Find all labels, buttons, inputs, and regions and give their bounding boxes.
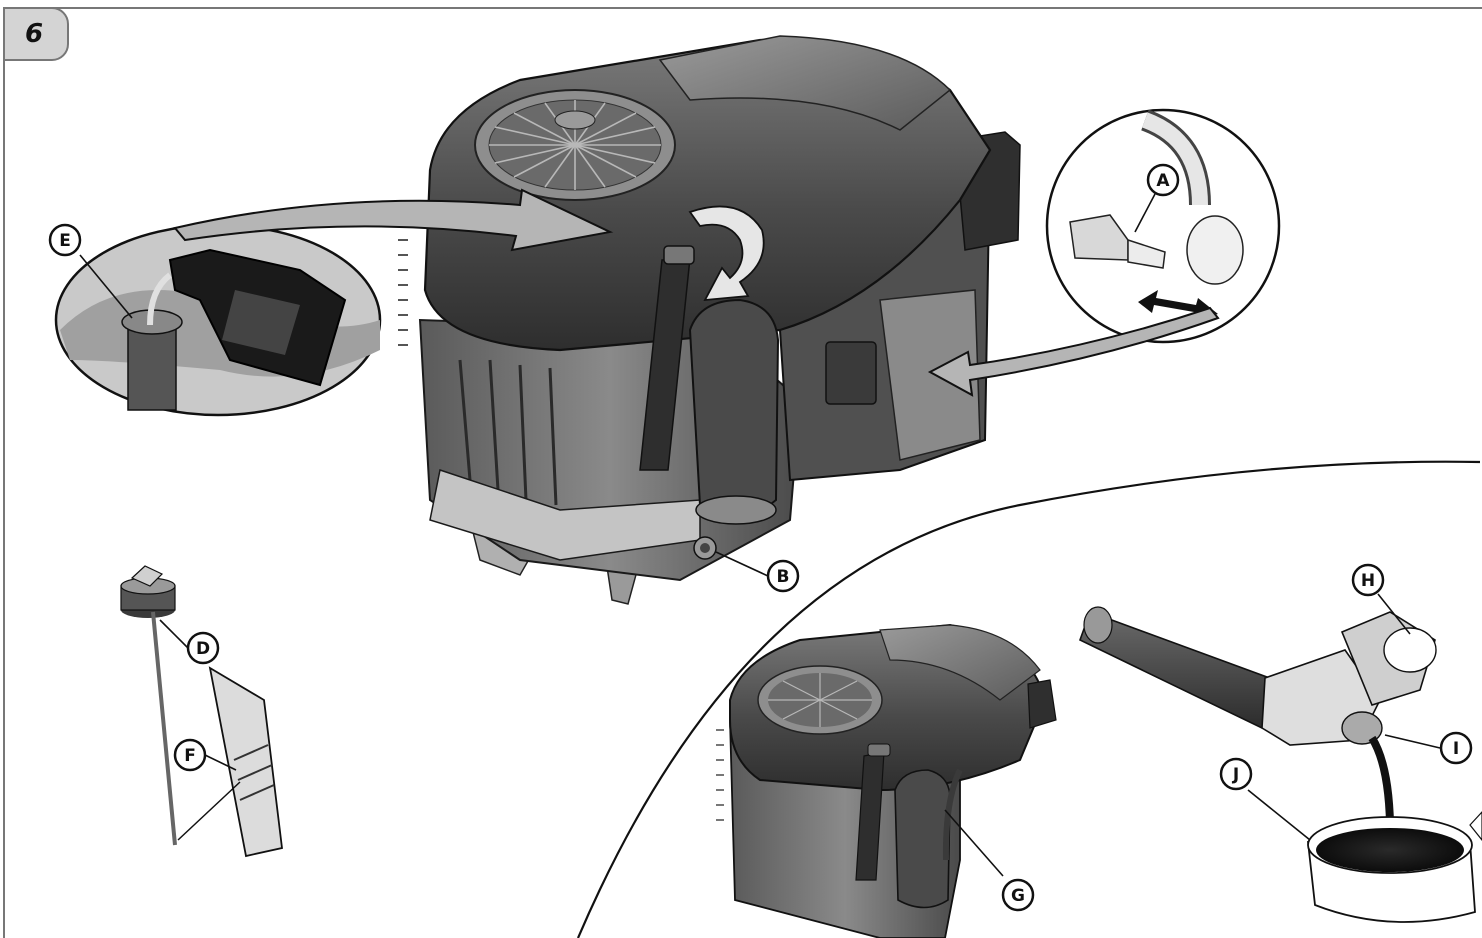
- figure-number-badge: 6: [3, 7, 69, 61]
- main-engine: [398, 35, 1021, 605]
- svg-text:F: F: [184, 746, 196, 766]
- dipstick: [120, 565, 283, 858]
- svg-text:A: A: [1156, 171, 1170, 191]
- drain-hose: [1079, 606, 1437, 851]
- svg-text:H: H: [1361, 571, 1375, 591]
- callout-e: E: [48, 223, 82, 257]
- small-engine: [716, 623, 1057, 938]
- callout-d: D: [186, 631, 220, 665]
- leader-lines: [79, 193, 1441, 877]
- callout-b: B: [766, 559, 800, 593]
- oil-pan: [1306, 811, 1482, 923]
- callout-h: H: [1351, 563, 1385, 597]
- svg-text:D: D: [196, 639, 210, 659]
- callout-a: A: [1146, 163, 1180, 197]
- arrow-e-to-engine: [173, 188, 614, 252]
- callout-i: I: [1439, 731, 1473, 765]
- connector-inset: [1045, 108, 1281, 344]
- svg-text:I: I: [1453, 739, 1459, 759]
- arrow-a-to-engine: [927, 306, 1220, 397]
- svg-text:G: G: [1011, 886, 1025, 906]
- callout-f: F: [173, 738, 207, 772]
- figure-frame: [3, 7, 1482, 938]
- callout-g: G: [1001, 878, 1035, 912]
- svg-text:B: B: [777, 567, 790, 587]
- drain-section-arc: [576, 460, 1481, 938]
- oil-fill-inset: [54, 223, 382, 417]
- svg-text:J: J: [1232, 765, 1239, 785]
- figure-number: 6: [25, 19, 43, 49]
- svg-text:E: E: [59, 231, 71, 251]
- callout-j: J: [1219, 757, 1253, 791]
